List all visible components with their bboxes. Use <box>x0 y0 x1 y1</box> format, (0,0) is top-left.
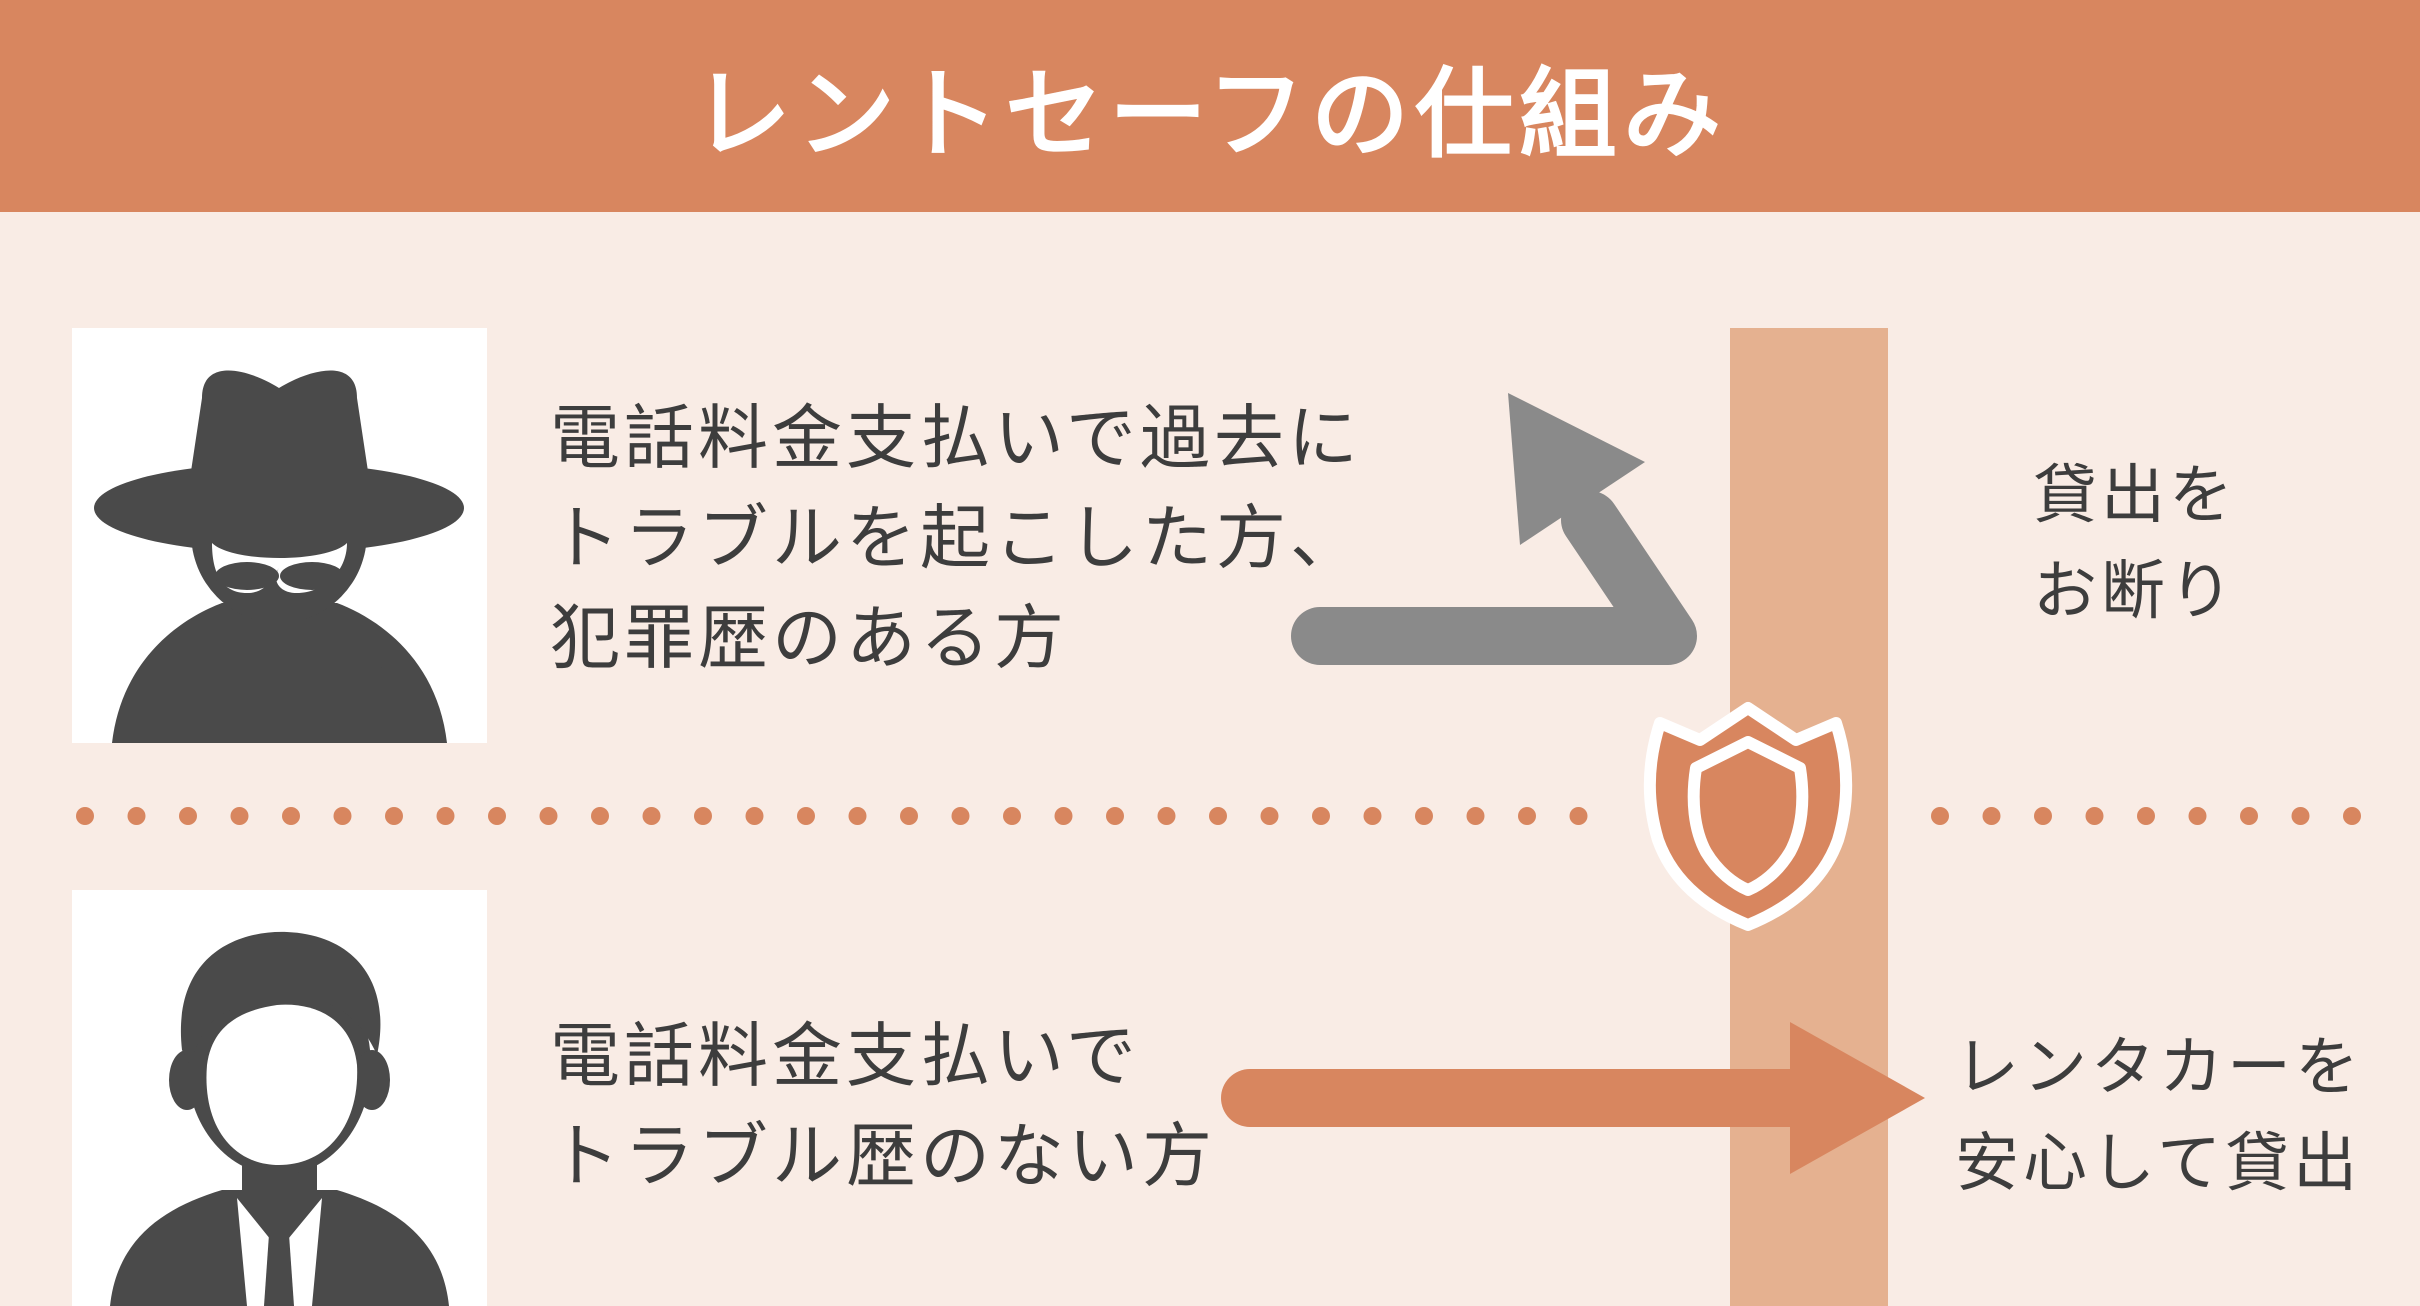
row1-description: 電話料金支払いで過去に トラブルを起こした方、 犯罪歴のある方 <box>550 397 1364 679</box>
divider-dot <box>1931 807 1949 825</box>
divider-dot <box>1569 807 1588 825</box>
divider-dot <box>1003 807 1021 825</box>
divider-dot <box>1209 807 1227 825</box>
businessman-icon <box>110 931 449 1306</box>
divider-dot <box>385 807 403 825</box>
divider-dot <box>1157 807 1176 825</box>
u-turn-arrow-icon <box>1291 393 1697 665</box>
header-banner: レントセーフの仕組み <box>0 0 2420 212</box>
divider-dot <box>642 807 661 825</box>
page-title: レントセーフの仕組み <box>692 58 1728 172</box>
divider-dot <box>1518 807 1536 825</box>
divider-dot <box>488 807 506 825</box>
divider-dot <box>2240 807 2258 825</box>
suspicious-person-card <box>72 328 487 743</box>
shield-icon <box>1643 702 1853 931</box>
dotted-divider <box>76 807 2361 825</box>
suspicious-person-icon <box>94 370 464 743</box>
divider-dot <box>694 807 712 825</box>
divider-dot <box>333 807 352 825</box>
divider-dot <box>591 807 609 825</box>
divider-dot <box>848 807 867 825</box>
divider-dot <box>2343 807 2361 825</box>
divider-dot <box>797 807 815 825</box>
divider-dot <box>745 807 764 825</box>
divider-dot <box>1363 807 1382 825</box>
divider-dot <box>76 807 94 825</box>
divider-dot <box>951 807 970 825</box>
divider-dot <box>2085 807 2104 825</box>
divider-dot <box>1982 807 2001 825</box>
divider-dot <box>2034 807 2052 825</box>
row2-description: 電話料金支払いで トラブル歴のない方 <box>550 1015 1216 1197</box>
divider-dot <box>1415 807 1433 825</box>
divider-dot <box>1106 807 1124 825</box>
divider-dot <box>127 807 146 825</box>
businessman-card <box>72 890 487 1306</box>
divider-dot <box>1260 807 1279 825</box>
row1-result: 貸出を お断り <box>2033 459 2237 629</box>
divider-dot <box>2137 807 2155 825</box>
divider-dot <box>2291 807 2310 825</box>
divider-dot <box>230 807 249 825</box>
divider-dot <box>900 807 918 825</box>
divider-dot <box>1054 807 1073 825</box>
divider-dot <box>282 807 300 825</box>
divider-dot <box>2188 807 2207 825</box>
right-arrow-icon <box>1221 1022 1925 1174</box>
divider-dot <box>179 807 197 825</box>
row2-result: レンタカーを 安心して貸出 <box>1955 1031 2363 1201</box>
divider-dot <box>436 807 455 825</box>
divider-dot <box>1312 807 1330 825</box>
divider-dot <box>1466 807 1485 825</box>
divider-dot <box>539 807 558 825</box>
